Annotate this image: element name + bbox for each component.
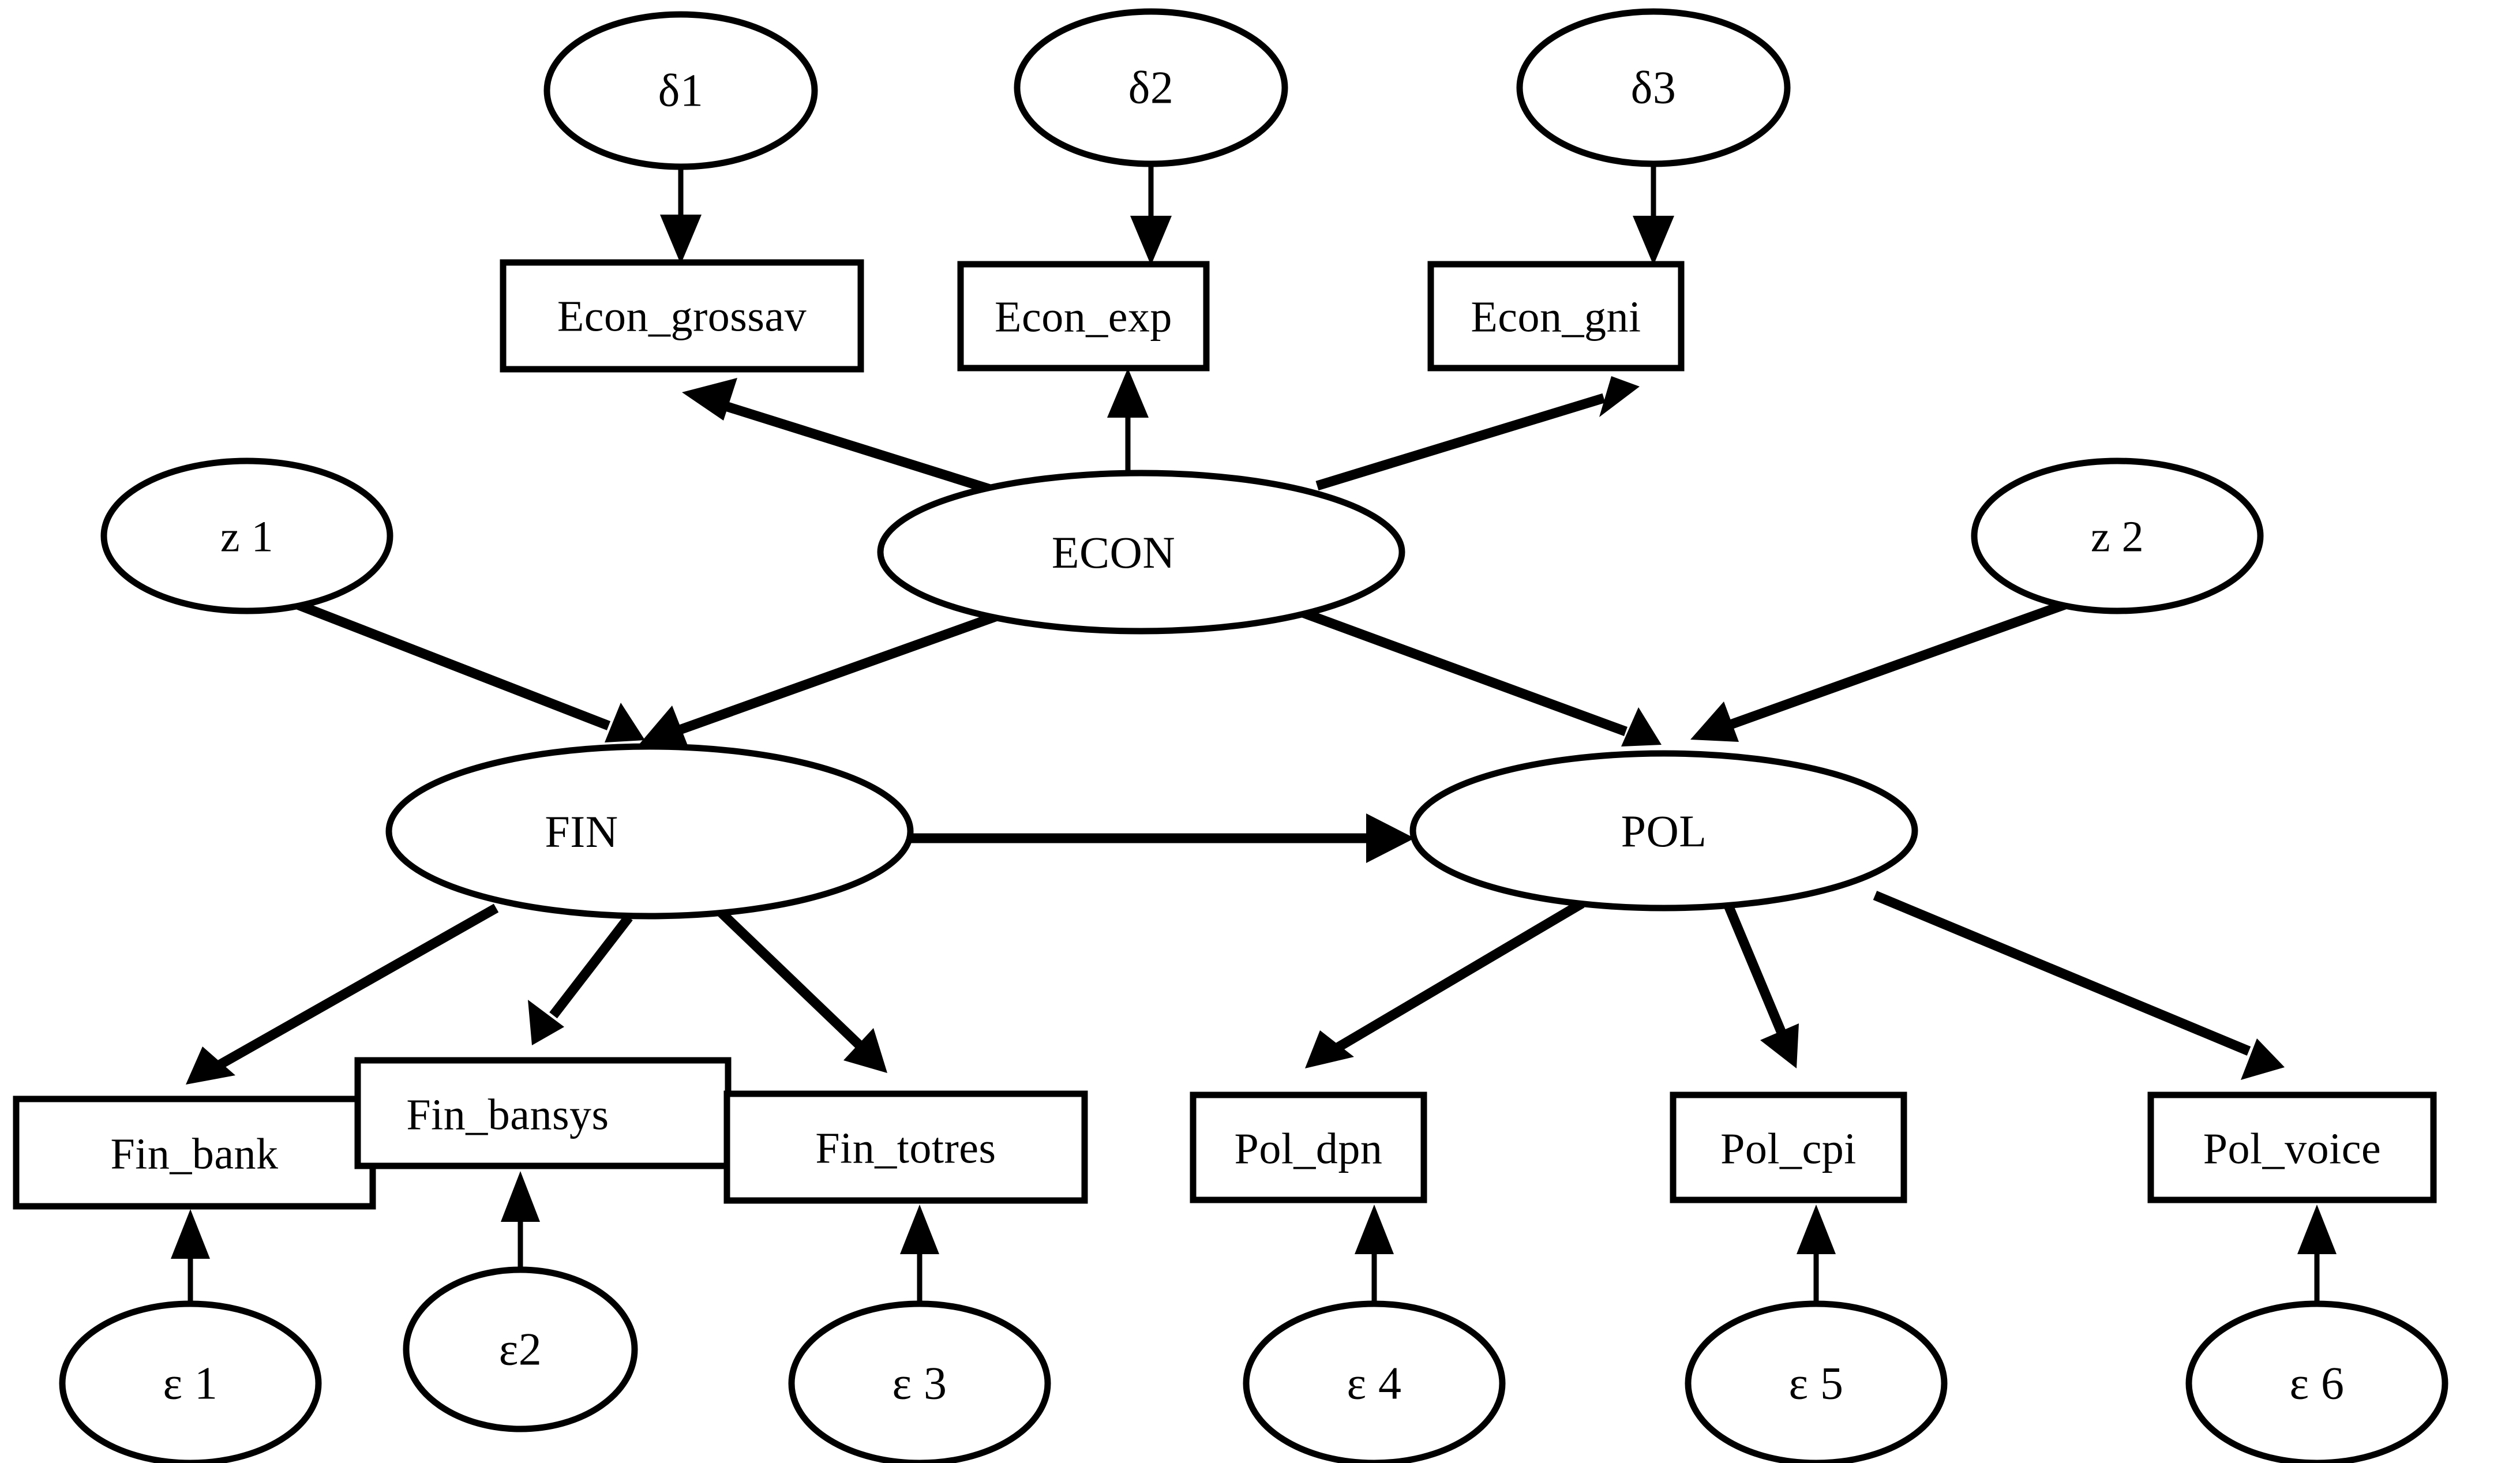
edge-pol-to-pol-cpi	[1724, 903, 1799, 1068]
node-pol-dpn-label: Pol_dpn	[1235, 1124, 1383, 1173]
edge-delta3-to-econ-gni	[1633, 166, 1674, 265]
edge-fin-to-fin-totres	[717, 907, 887, 1073]
edge-e6-to-pol-voice	[2297, 1205, 2337, 1303]
edge-z1-to-fin	[286, 597, 645, 742]
edge-econ-to-pol	[1301, 608, 1662, 746]
node-epsilon5[interactable]: ε 5	[1685, 1300, 1948, 1463]
edge-delta2-to-econ-exp	[1130, 166, 1172, 265]
edge-z2-to-pol	[1690, 596, 2076, 742]
node-pol-dpn[interactable]: Pol_dpn	[1190, 1091, 1427, 1203]
node-pol-voice-label: Pol_voice	[2203, 1124, 2381, 1173]
node-econ-latent-label: ECON	[1052, 527, 1175, 577]
node-delta1-label: δ1	[658, 65, 704, 116]
edge-econ-to-fin	[639, 611, 999, 745]
edge-econ-to-econ-grossav	[682, 378, 1010, 500]
node-pol-cpi-label: Pol_cpi	[1720, 1124, 1857, 1173]
node-fin-bank-label: Fin_bank	[110, 1130, 278, 1178]
node-econ-exp[interactable]: Econ_exp	[957, 261, 1210, 372]
node-econ-gni[interactable]: Econ_gni	[1427, 261, 1685, 372]
node-epsilon4-label: ε 4	[1347, 1358, 1401, 1409]
node-epsilon6-label: ε 6	[2289, 1358, 2344, 1409]
node-delta3-label: δ3	[1631, 62, 1677, 113]
edge-e5-to-pol-cpi	[1797, 1205, 1836, 1303]
node-z2[interactable]: z 2	[1971, 457, 2264, 614]
edge-fin-to-fin-bank	[186, 903, 499, 1085]
node-fin-totres-label: Fin_totres	[815, 1124, 996, 1172]
node-fin-bansys-label: Fin_bansys	[406, 1090, 609, 1139]
node-epsilon5-label: ε 5	[1788, 1358, 1843, 1409]
node-epsilon1-label: ε 1	[163, 1358, 217, 1409]
node-delta2-label: δ2	[1128, 62, 1174, 113]
node-econ-gni-label: Econ_gni	[1471, 292, 1641, 341]
node-epsilon2[interactable]: ε2	[403, 1266, 638, 1432]
node-epsilon1[interactable]: ε 1	[59, 1300, 322, 1463]
node-econ-exp-label: Econ_exp	[995, 292, 1172, 341]
edge-e3-to-fin-totres	[900, 1205, 939, 1303]
edge-delta1-to-econ-grossav	[660, 168, 702, 264]
node-fin-bank[interactable]: Fin_bank	[13, 1096, 376, 1210]
edge-e2-to-fin-bansys	[501, 1171, 540, 1269]
node-econ-grossav[interactable]: Econ_grossav	[500, 259, 864, 373]
node-delta1[interactable]: δ1	[543, 11, 818, 170]
node-z2-label: z 2	[2091, 512, 2144, 561]
node-delta2[interactable]: δ2	[1014, 8, 1288, 167]
edge-e4-to-pol-dpn	[1355, 1205, 1394, 1303]
node-pol-cpi[interactable]: Pol_cpi	[1670, 1091, 1907, 1203]
edge-econ-to-econ-exp	[1107, 368, 1149, 473]
node-z1[interactable]: z 1	[100, 457, 393, 614]
node-fin-totres[interactable]: Fin_totres	[723, 1090, 1088, 1204]
node-fin-bansys[interactable]: Fin_bansys	[354, 1057, 732, 1169]
node-z1-label: z 1	[220, 512, 273, 561]
node-econ-grossav-label: Econ_grossav	[557, 292, 807, 340]
node-epsilon2-label: ε2	[499, 1324, 542, 1375]
node-econ-latent[interactable]: ECON	[877, 470, 1405, 635]
edge-e1-to-fin-bank	[171, 1209, 210, 1303]
node-fin-latent[interactable]: FIN	[385, 743, 914, 920]
edge-fin-to-fin-bansys	[528, 914, 633, 1045]
node-delta3[interactable]: δ3	[1516, 8, 1791, 167]
edge-pol-to-pol-dpn	[1305, 899, 1585, 1068]
node-pol-latent-label: POL	[1621, 806, 1707, 856]
edge-pol-to-pol-voice	[1873, 891, 2285, 1080]
node-fin-latent-label: FIN	[545, 806, 618, 857]
edge-econ-to-econ-gni	[1315, 376, 1640, 491]
node-pol-latent[interactable]: POL	[1409, 750, 1918, 911]
node-epsilon3-label: ε 3	[892, 1358, 947, 1409]
node-epsilon6[interactable]: ε 6	[2185, 1300, 2448, 1463]
node-epsilon3[interactable]: ε 3	[788, 1300, 1051, 1463]
node-pol-voice[interactable]: Pol_voice	[2147, 1091, 2437, 1203]
node-epsilon4[interactable]: ε 4	[1243, 1300, 1506, 1463]
edge-fin-to-pol	[910, 813, 1415, 863]
